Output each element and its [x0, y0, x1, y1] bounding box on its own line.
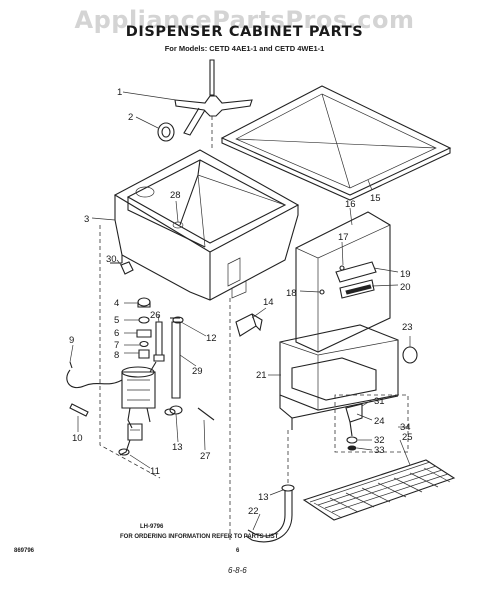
callout-16: 16: [345, 199, 356, 210]
callout-leaders: [69, 91, 411, 531]
callout-3: 3: [84, 214, 89, 225]
diagram-subtitle: For Models: CETD 4AE1-1 and CETD 4WE1-1: [164, 44, 325, 53]
callout-12: 12: [206, 333, 217, 344]
callout-31: 31: [374, 396, 385, 407]
callout-26: 26: [150, 310, 161, 321]
callout-7: 7: [114, 340, 119, 351]
callout-28: 28: [170, 190, 181, 201]
callout-25: 25: [402, 432, 413, 443]
part-knob-23: [402, 346, 418, 364]
callout-17: 17: [338, 232, 349, 243]
callout-13-lower: 13: [258, 492, 269, 503]
callout-24: 24: [374, 416, 385, 427]
part-bracket-14: [235, 313, 263, 337]
callout-33: 33: [374, 445, 385, 456]
part-dispenser-housing: [279, 324, 399, 430]
part-drain-hose: [245, 490, 293, 543]
part-cabinet-tub: [110, 149, 300, 301]
callout-19: 19: [400, 269, 411, 280]
callout-5: 5: [114, 315, 119, 326]
part-clamp-13: [164, 408, 295, 492]
callout-labels: 1 2 3 4 5 6 7 8 9 10 11 12 13 13 14 15 1…: [69, 87, 413, 517]
part-clip: [120, 261, 134, 275]
leader-dash-lines: [99, 116, 289, 540]
part-wire-harness: [66, 361, 123, 388]
callout-34: 34: [400, 422, 411, 433]
part-pump-motor: [121, 361, 157, 429]
part-back-panel: [295, 211, 391, 353]
callout-23: 23: [402, 322, 413, 333]
part-top-bracket: [174, 59, 253, 136]
callout-29: 29: [192, 366, 203, 377]
part-screw: [69, 403, 89, 417]
callout-32: 32: [374, 435, 385, 446]
callout-9: 9: [69, 335, 74, 346]
callout-4: 4: [114, 298, 119, 309]
callout-21: 21: [256, 370, 267, 381]
callout-20: 20: [400, 282, 411, 293]
callout-2: 2: [128, 112, 133, 123]
part-grommet: [157, 122, 175, 142]
callout-27: 27: [200, 451, 211, 462]
callout-10: 10: [72, 433, 83, 444]
part-rod-27: [197, 407, 215, 421]
part-spout: [118, 423, 143, 456]
part-tube-29: [169, 316, 184, 415]
page-number: 6: [236, 548, 240, 554]
callout-14: 14: [263, 297, 274, 308]
callout-11: 11: [150, 466, 160, 477]
callout-22: 22: [248, 506, 259, 517]
callout-8: 8: [114, 350, 119, 361]
callout-1: 1: [117, 87, 122, 98]
ordering-instruction: FOR ORDERING INFORMATION REFER TO PARTS …: [120, 534, 279, 540]
drawing-code: LH-9796: [140, 524, 164, 530]
diagram-title: DISPENSER CABINET PARTS: [125, 24, 364, 40]
callout-30: 30: [106, 254, 117, 265]
part-drip-grille: [302, 459, 456, 521]
part-lever-assembly: [334, 394, 409, 453]
part-label-plate: [319, 261, 377, 299]
callout-13-upper: 13: [172, 442, 183, 453]
handwritten-note: 6-8-6: [228, 566, 247, 575]
watermark-text: AppliancePartsPros.com: [74, 6, 415, 34]
callout-15: 15: [370, 193, 381, 204]
callout-6: 6: [114, 328, 119, 339]
callout-18: 18: [286, 288, 297, 299]
part-stack-4-8: [136, 297, 152, 359]
left-code: 869796: [14, 548, 35, 554]
part-fitting-26: [153, 321, 165, 362]
part-lid: [220, 85, 452, 201]
